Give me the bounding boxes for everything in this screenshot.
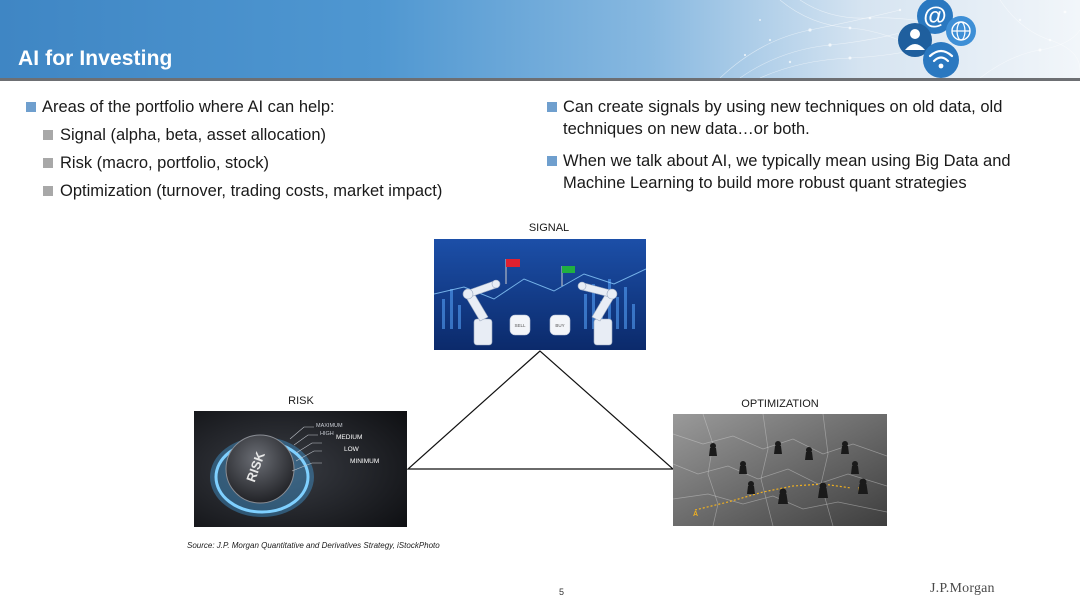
risk-level-low: LOW bbox=[344, 446, 360, 453]
svg-text:@: @ bbox=[923, 3, 946, 30]
sub-bullet-optimization: Optimization (turnover, trading costs, m… bbox=[26, 180, 526, 202]
bullet-item: Areas of the portfolio where AI can help… bbox=[26, 96, 526, 118]
bullet-item-signals: Can create signals by using new techniqu… bbox=[547, 96, 1067, 140]
at-sign-icon: @ bbox=[917, 0, 953, 34]
left-bullet-list: Areas of the portfolio where AI can help… bbox=[26, 96, 526, 202]
bullet-item-ai-definition: When we talk about AI, we typically mean… bbox=[547, 150, 1067, 194]
optimization-image: A B bbox=[673, 414, 887, 526]
jpmorgan-logo: J.P.Morgan bbox=[930, 581, 995, 596]
right-bullet-list: Can create signals by using new techniqu… bbox=[547, 96, 1067, 194]
page-number: 5 bbox=[559, 587, 565, 597]
signal-image: SELL BUY bbox=[434, 239, 646, 350]
risk-level-high: HIGH bbox=[320, 431, 334, 437]
path-start-a: A bbox=[693, 511, 698, 518]
title-divider bbox=[0, 78, 1080, 81]
sub-bullet-risk: Risk (macro, portfolio, stock) bbox=[26, 152, 526, 174]
risk-level-medium: MEDIUM bbox=[336, 434, 362, 441]
user-icon bbox=[898, 23, 932, 57]
risk-level-maximum: MAXIMUM bbox=[316, 423, 343, 429]
optimization-label: OPTIMIZATION bbox=[741, 398, 819, 410]
green-flag bbox=[561, 266, 575, 286]
buy-dice-label: BUY bbox=[555, 323, 564, 328]
wifi-icon bbox=[923, 42, 959, 78]
globe-icon bbox=[946, 16, 976, 46]
title-banner: @ AI for Investing bbox=[0, 0, 1080, 78]
chess-pawns bbox=[709, 441, 868, 504]
risk-level-minimum: MINIMUM bbox=[350, 458, 379, 465]
slide-title: AI for Investing bbox=[18, 47, 173, 70]
risk-label: RISK bbox=[288, 395, 314, 407]
sub-bullet-signal: Signal (alpha, beta, asset allocation) bbox=[26, 124, 526, 146]
risk-image: RISK MAXIMUM HIGH MEDIUM LOW MINIMUM bbox=[194, 411, 407, 527]
header-icons: @ bbox=[898, 0, 976, 78]
signal-label: SIGNAL bbox=[528, 222, 570, 234]
sell-dice-label: SELL bbox=[514, 323, 526, 328]
red-flag bbox=[505, 259, 520, 284]
source-note: Source: J.P. Morgan Quantitative and Der… bbox=[187, 541, 440, 550]
